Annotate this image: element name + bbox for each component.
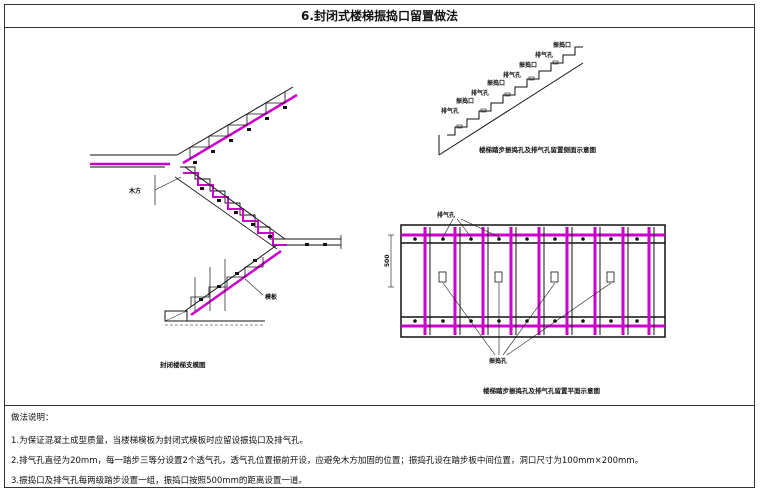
plan-dimension: 500 (384, 254, 391, 267)
elevation-label-4: 振捣口 (487, 79, 505, 87)
plan-caption: 楼梯踏步振捣孔及排气孔留置平面示意图 (483, 386, 601, 395)
note-item-3: 3.振捣口及排气孔每两级踏步设置一组，振捣口按照500mm的距离设置一道。 (11, 476, 307, 486)
elevation-label-1: 排气孔 (441, 107, 459, 115)
notes-heading: 做法说明： (11, 413, 54, 423)
stair-elevation-diagram: 排气孔 振捣口 排气孔 振捣口 排气孔 振捣口 排气孔 振捣口 楼梯踏步振捣孔及… (438, 41, 597, 156)
plan-vent-label: 排气孔 (437, 211, 455, 219)
stair-plan-diagram: 500 排气孔 振捣孔 楼梯踏步振捣孔及排气孔留置平面示意图 (384, 211, 666, 395)
plan-opening-label: 振捣孔 (489, 357, 507, 365)
stair-section-diagram: 木方 模板 封闭楼梯支模图 (90, 86, 342, 369)
elevation-label-8: 振捣口 (553, 41, 571, 49)
elevation-caption: 楼梯踏步振捣孔及排气孔留置侧面示意图 (479, 145, 597, 154)
elevation-label-2: 振捣口 (456, 97, 474, 105)
note-item-1: 1.为保证混凝土成型质量，当楼梯模板为封闭式模板时应留设振捣口及排气孔。 (11, 436, 309, 446)
elevation-label-7: 排气孔 (535, 51, 553, 59)
note-item-2: 2.排气孔直径为20mm，每一踏步三等分设置2个透气孔，透气孔位置振前开设，应避… (11, 456, 644, 466)
formwork-label: 模板 (265, 293, 278, 301)
drawing-sheet: 6.封闭式楼梯振捣口留置做法 (4, 4, 755, 488)
construction-notes: 做法说明： 1.为保证混凝土成型质量，当楼梯模板为封闭式模板时应留设振捣口及排气… (5, 405, 754, 487)
sheet-title: 6.封闭式楼梯振捣口留置做法 (5, 5, 754, 28)
elevation-label-5: 排气孔 (503, 71, 521, 79)
elevation-label-3: 排气孔 (471, 89, 489, 97)
section-caption: 封闭楼梯支模图 (160, 360, 206, 369)
wood-cleat-label: 木方 (128, 187, 141, 195)
elevation-label-6: 振捣口 (519, 61, 537, 69)
drawing-area: 木方 模板 封闭楼梯支模图 排气孔 振捣口 排气孔 振捣口 排气孔 (5, 27, 754, 406)
